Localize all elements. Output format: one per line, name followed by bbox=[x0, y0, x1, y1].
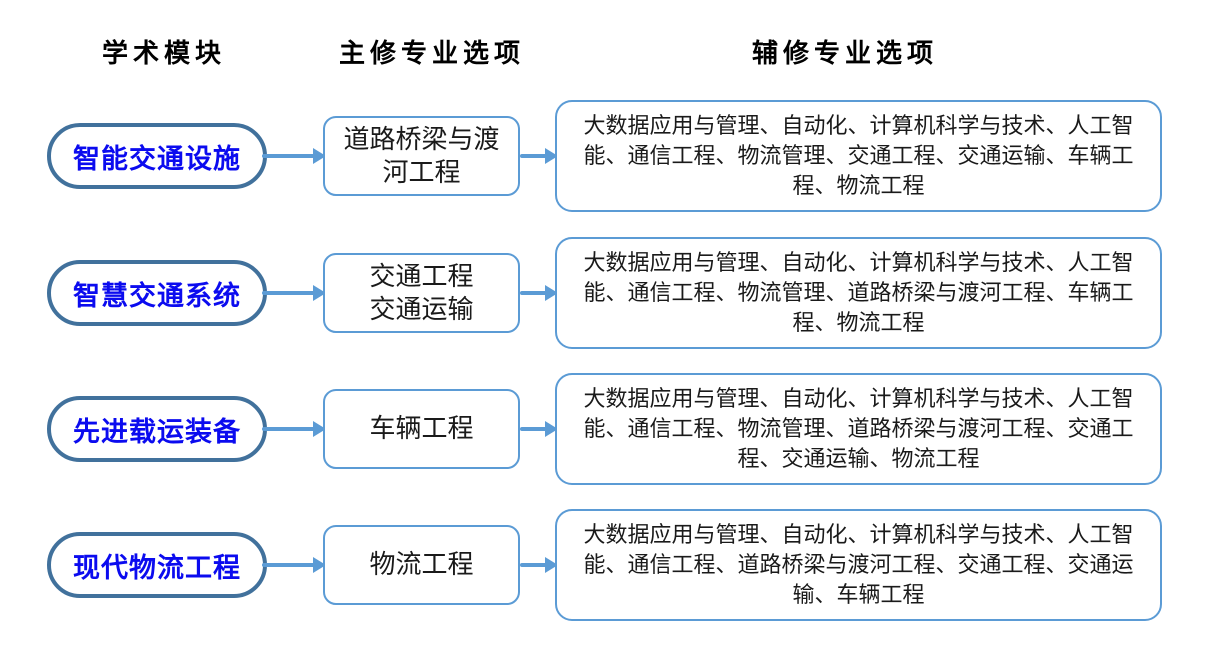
flow-row: 现代物流工程 物流工程 大数据应用与管理、自动化、计算机科学与技术、人工智能、通… bbox=[0, 509, 1210, 621]
minor-box: 大数据应用与管理、自动化、计算机科学与技术、人工智能、通信工程、物流管理、道路桥… bbox=[555, 373, 1162, 485]
flow-row: 智慧交通系统 交通工程 交通运输 大数据应用与管理、自动化、计算机科学与技术、人… bbox=[0, 237, 1210, 349]
module-capsule: 智能交通设施 bbox=[47, 123, 267, 189]
arrow-right-icon bbox=[520, 284, 558, 302]
major-label: 道路桥梁与渡河工程 bbox=[343, 123, 500, 187]
major-label: 车辆工程 bbox=[369, 413, 474, 444]
arrow-right-icon bbox=[262, 556, 326, 574]
major-box: 交通工程 交通运输 bbox=[323, 253, 520, 333]
module-capsule: 先进载运装备 bbox=[47, 396, 267, 462]
minor-label: 大数据应用与管理、自动化、计算机科学与技术、人工智能、通信工程、物流管理、交通工… bbox=[583, 113, 1134, 198]
minor-box: 大数据应用与管理、自动化、计算机科学与技术、人工智能、通信工程、物流管理、交通工… bbox=[555, 100, 1162, 212]
arrow-right-icon bbox=[520, 147, 558, 165]
minor-label: 大数据应用与管理、自动化、计算机科学与技术、人工智能、通信工程、物流管理、道路桥… bbox=[583, 386, 1134, 471]
column-header-minor-options: 辅修专业选项 bbox=[751, 38, 939, 68]
arrow-right-icon bbox=[262, 420, 326, 438]
module-label: 现代物流工程 bbox=[73, 552, 241, 583]
arrow-right-icon bbox=[520, 420, 558, 438]
arrow-right-icon bbox=[262, 284, 326, 302]
arrow-right-icon bbox=[520, 556, 558, 574]
module-label: 先进载运装备 bbox=[73, 416, 241, 447]
flow-row: 智能交通设施 道路桥梁与渡河工程 大数据应用与管理、自动化、计算机科学与技术、人… bbox=[0, 100, 1210, 212]
module-label: 智能交通设施 bbox=[73, 143, 241, 174]
major-label: 交通工程 交通运输 bbox=[369, 260, 474, 324]
major-box: 物流工程 bbox=[323, 525, 520, 605]
minor-box: 大数据应用与管理、自动化、计算机科学与技术、人工智能、通信工程、物流管理、道路桥… bbox=[555, 237, 1162, 349]
major-box: 道路桥梁与渡河工程 bbox=[323, 116, 520, 196]
minor-box: 大数据应用与管理、自动化、计算机科学与技术、人工智能、通信工程、道路桥梁与渡河工… bbox=[555, 509, 1162, 621]
module-capsule: 现代物流工程 bbox=[47, 532, 267, 598]
column-header-academic-module: 学术模块 bbox=[101, 38, 227, 68]
arrow-right-icon bbox=[262, 147, 326, 165]
module-capsule: 智慧交通系统 bbox=[47, 260, 267, 326]
major-box: 车辆工程 bbox=[323, 389, 520, 469]
column-header-major-options: 主修专业选项 bbox=[338, 38, 526, 68]
minor-label: 大数据应用与管理、自动化、计算机科学与技术、人工智能、通信工程、道路桥梁与渡河工… bbox=[583, 522, 1134, 607]
flow-row: 先进载运装备 车辆工程 大数据应用与管理、自动化、计算机科学与技术、人工智能、通… bbox=[0, 373, 1210, 485]
major-label: 物流工程 bbox=[369, 549, 474, 580]
module-label: 智慧交通系统 bbox=[73, 280, 241, 311]
minor-label: 大数据应用与管理、自动化、计算机科学与技术、人工智能、通信工程、物流管理、道路桥… bbox=[583, 250, 1134, 335]
